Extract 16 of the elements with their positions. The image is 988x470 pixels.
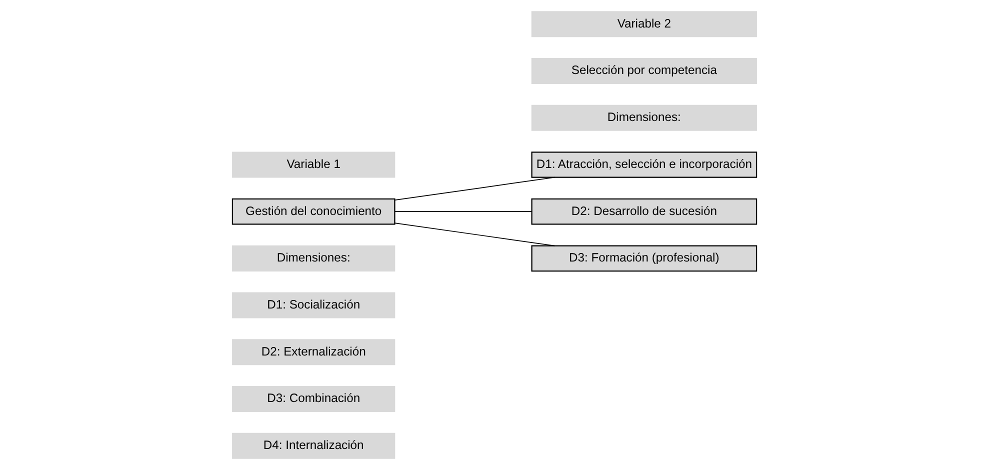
node-box: Gestión del conocimiento <box>231 198 395 225</box>
node-box: Selección por competencia <box>530 58 756 84</box>
connector <box>394 211 532 212</box>
node-box: Dimensiones: <box>530 104 756 131</box>
node-box: D3: Combinación <box>232 386 395 412</box>
node-box: D1: Socialización <box>232 292 395 318</box>
node-box: Variable 2 <box>530 11 756 38</box>
node-box: D2: Externalización <box>232 339 395 366</box>
node-box: Dimensiones: <box>232 245 395 272</box>
connector <box>394 222 555 246</box>
node-box: D2: Desarrollo de sucesión <box>530 198 757 225</box>
node-box: Variable 1 <box>232 152 395 178</box>
connector <box>394 176 555 201</box>
node-box: D4: Internalización <box>232 432 395 459</box>
node-box: D3: Formación (profesional) <box>530 245 757 272</box>
node-box: D1: Atracción, selección e incorporación <box>530 152 757 178</box>
